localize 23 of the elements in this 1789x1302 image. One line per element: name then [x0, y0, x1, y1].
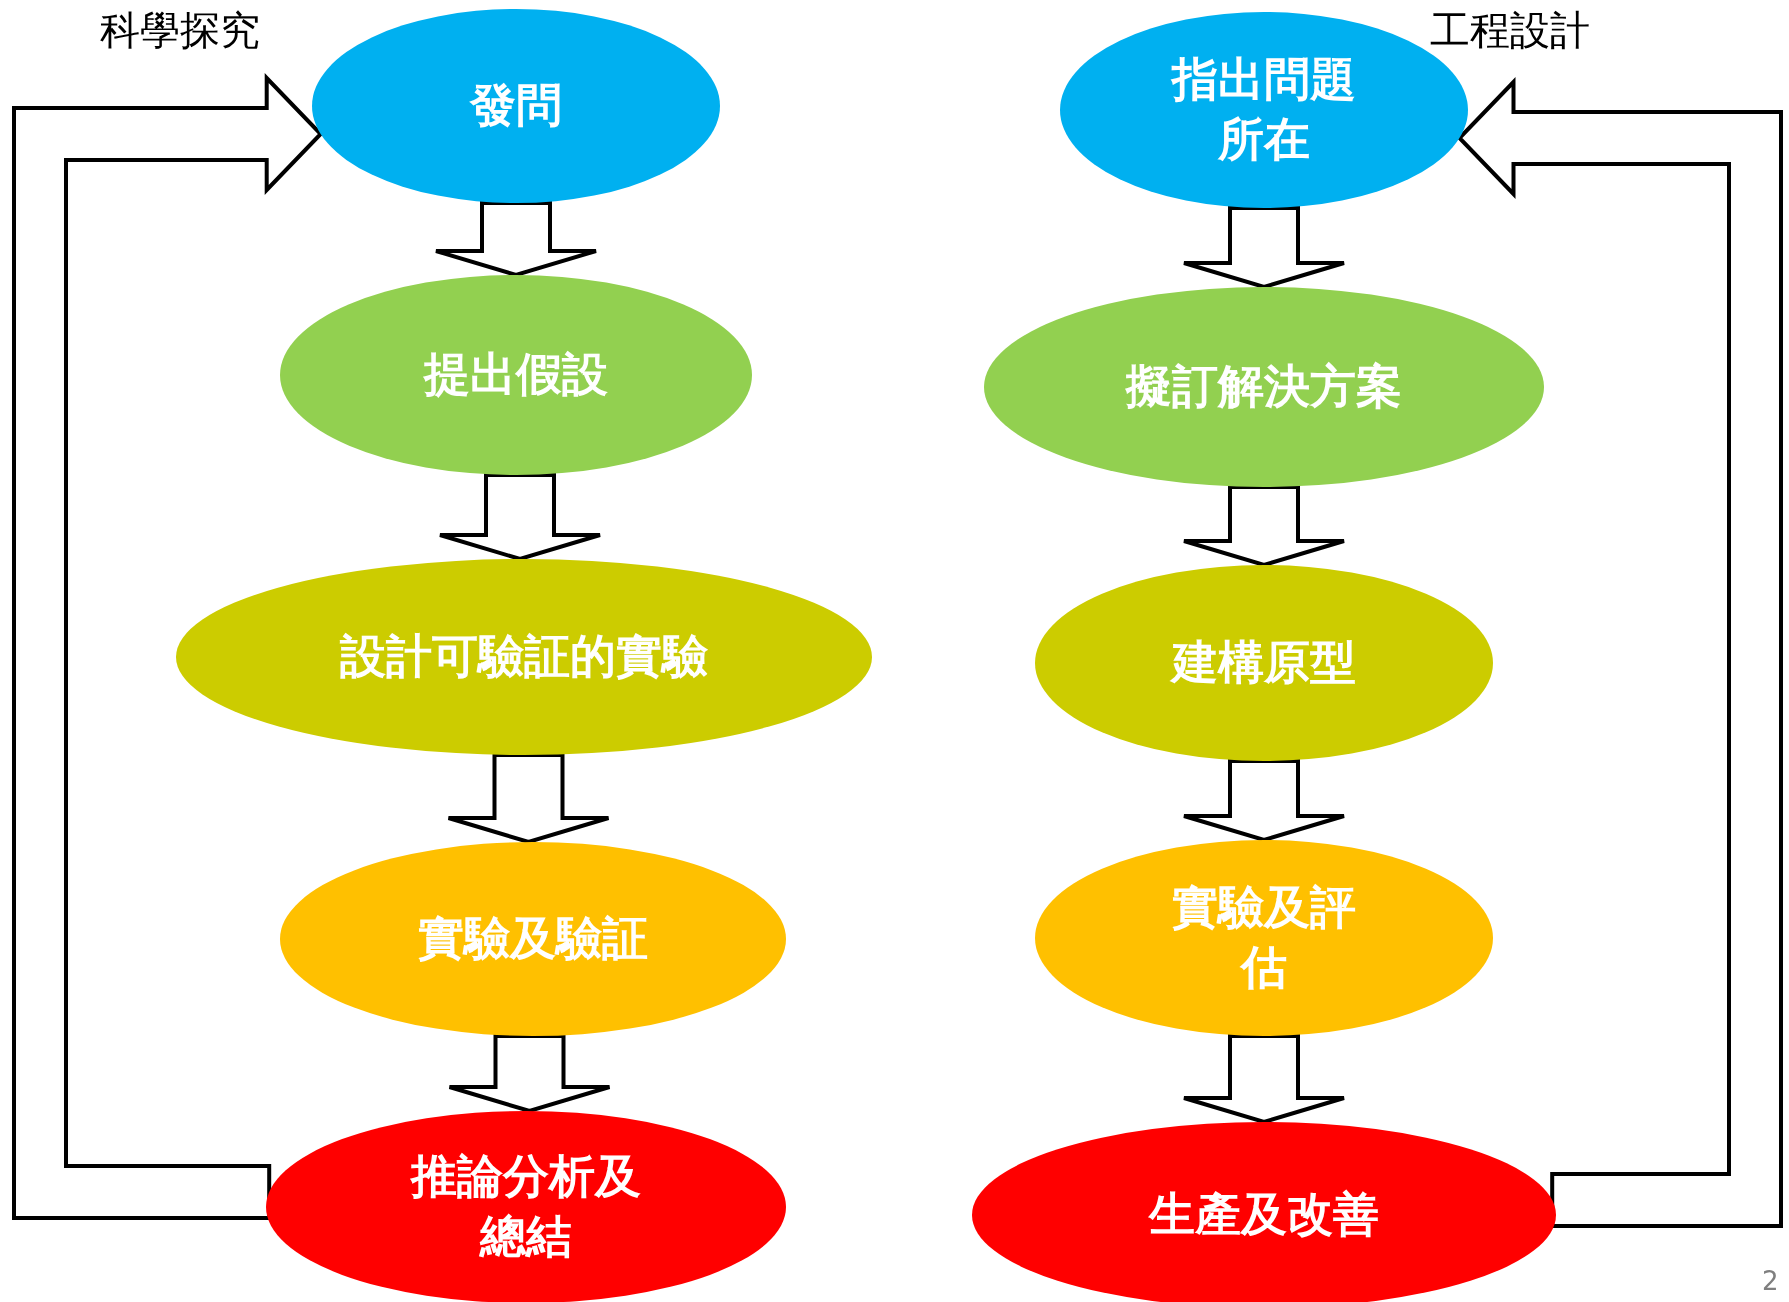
step-label: 設計可驗証的實驗: [339, 628, 709, 686]
step-label: 推論分析及總結: [409, 1148, 642, 1265]
step-label: 生產及改善: [1147, 1186, 1380, 1244]
block-arrow: [438, 473, 602, 562]
page-number: 2: [1762, 1265, 1779, 1298]
block-arrow: [434, 201, 598, 278]
step-label: 實驗及評估: [1171, 879, 1357, 996]
block-arrow: [1182, 206, 1346, 290]
step-label: 擬訂解決方案: [1124, 358, 1403, 416]
column-heading: 工程設計: [1430, 6, 1590, 55]
step-label: 發問: [468, 77, 563, 135]
step-label: 建構原型: [1169, 634, 1357, 692]
step-label: 實驗及驗証: [417, 910, 649, 968]
block-arrow: [1456, 77, 1783, 1228]
block-arrow: [12, 73, 324, 1220]
block-arrow: [1182, 1034, 1346, 1125]
column-heading: 科學探究: [100, 6, 260, 55]
block-arrow: [446, 753, 611, 845]
block-arrow: [447, 1034, 612, 1114]
step-label: 提出假設: [422, 346, 609, 404]
block-arrow: [1182, 759, 1346, 843]
block-arrow: [1182, 485, 1346, 568]
step-label: 指出問題所在: [1170, 51, 1357, 168]
